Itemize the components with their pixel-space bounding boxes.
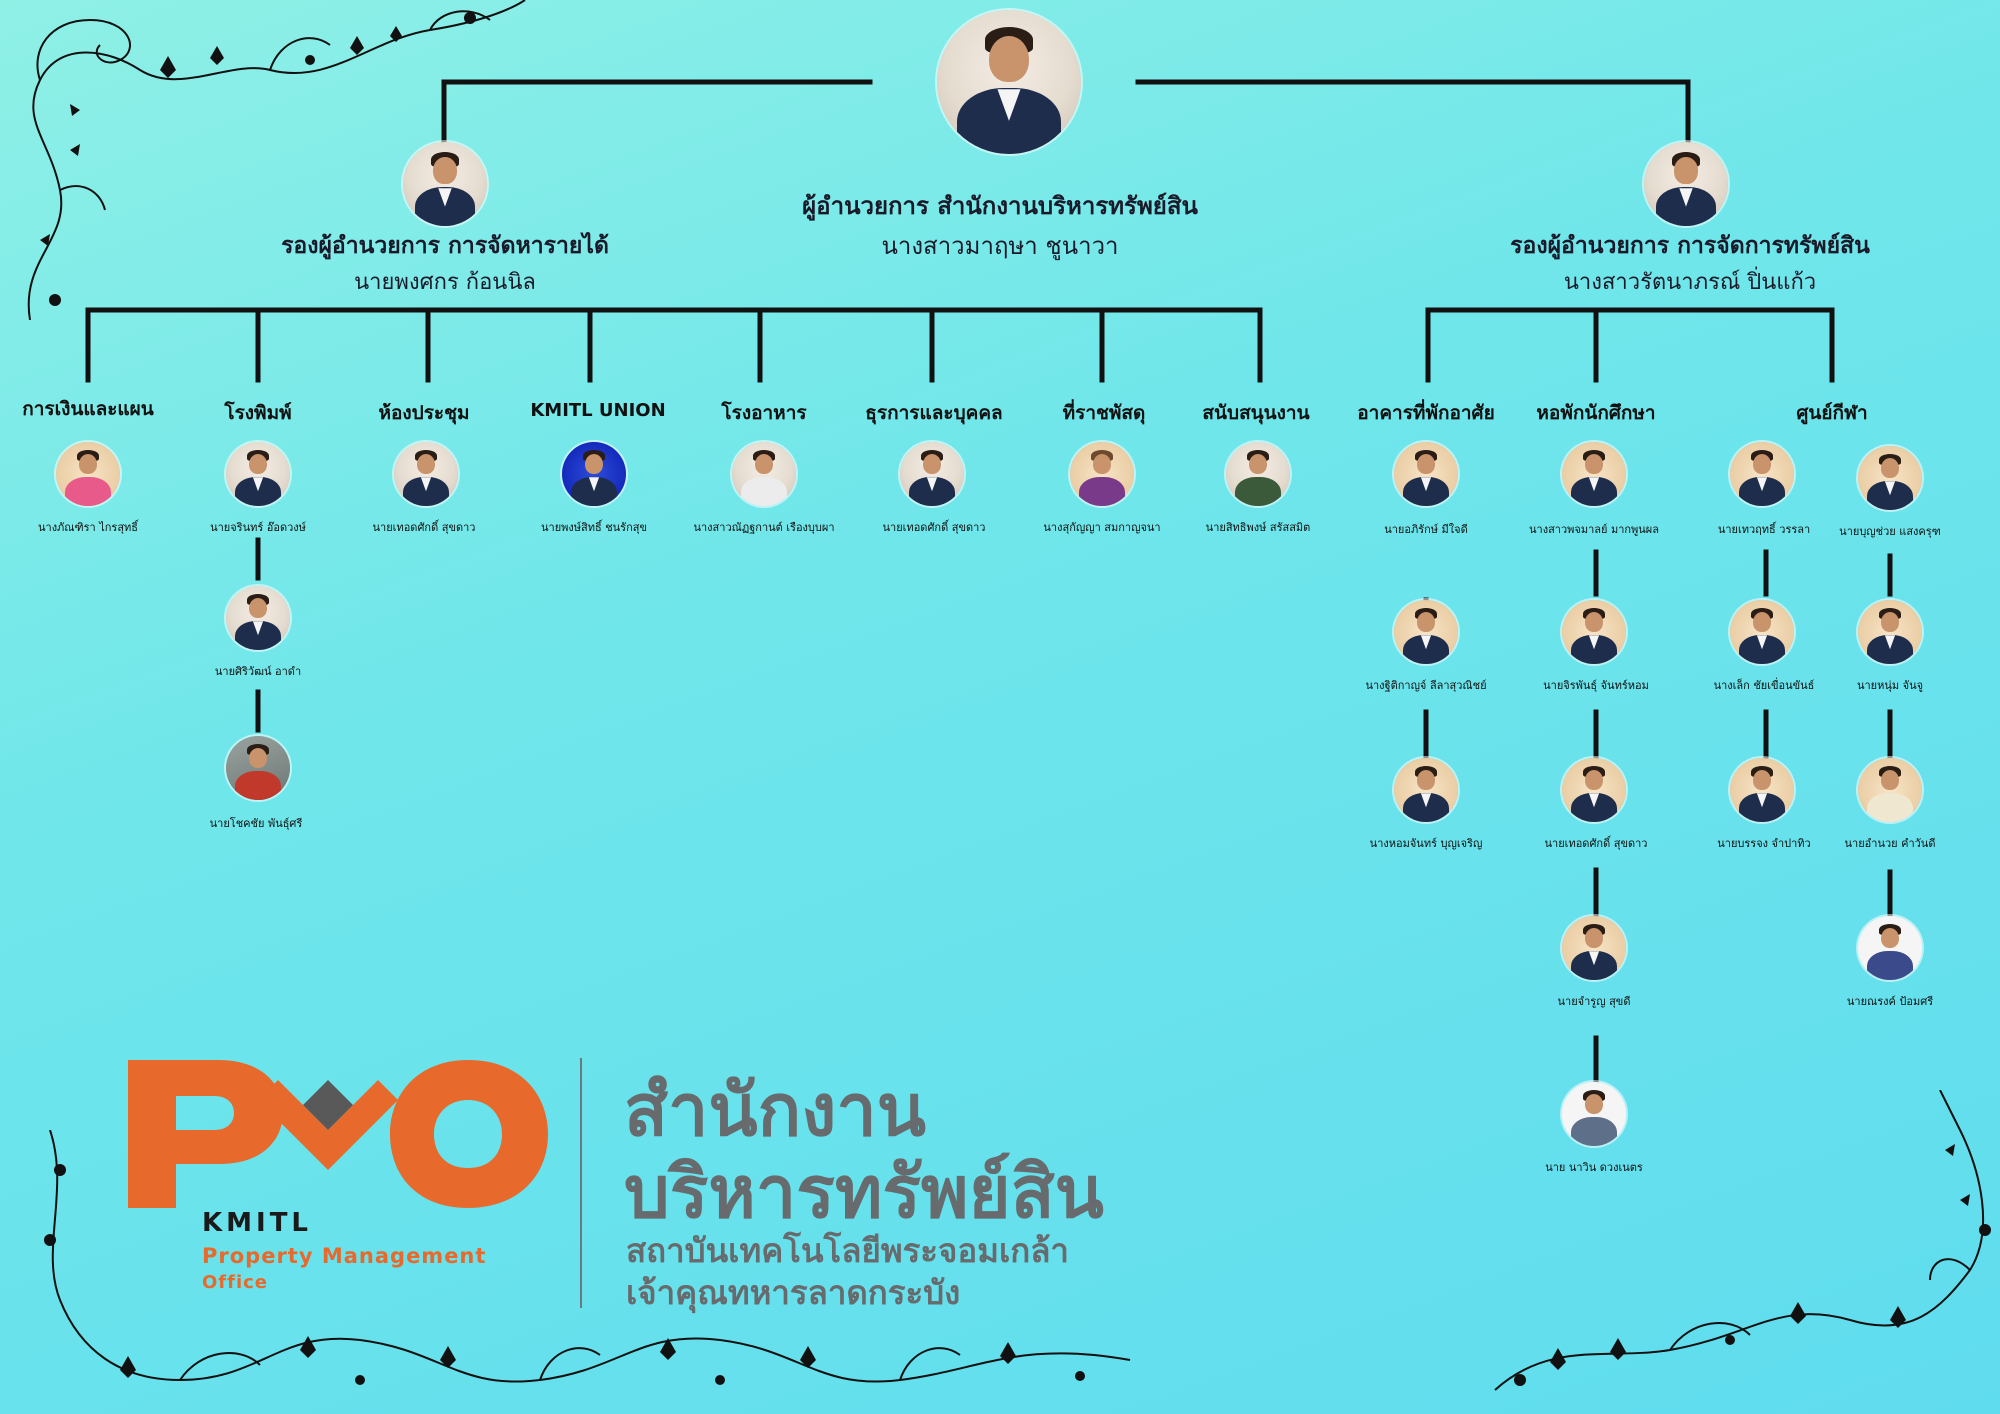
staff-avatar bbox=[1562, 442, 1626, 506]
staff-avatar bbox=[900, 442, 964, 506]
staff-avatar bbox=[394, 442, 458, 506]
staff-avatar bbox=[732, 442, 796, 506]
staff-name: นายบุญช่วย แสงครุฑ bbox=[1839, 525, 1941, 538]
staff-name: นายจำรูญ สุขดี bbox=[1557, 995, 1631, 1008]
staff-avatar bbox=[1394, 442, 1458, 506]
staff-name: นายโชคชัย พันธุ์ศรี bbox=[209, 817, 303, 830]
dept-label-support: สนับสนุนงาน bbox=[1202, 402, 1310, 424]
deputy-right-name: นางสาวรัตนาภรณ์ ปิ่นแก้ว bbox=[1563, 270, 1817, 295]
staff-avatar bbox=[226, 586, 290, 650]
pmo-logo-mark bbox=[128, 1060, 548, 1208]
staff-name: นายเทวฤทธิ์ วรรลา bbox=[1717, 523, 1811, 536]
staff-avatar bbox=[1730, 758, 1794, 822]
logo-thai-line-3: สถาบันเทคโนโลยีพระจอมเกล้า bbox=[626, 1231, 1069, 1270]
staff-avatar bbox=[226, 736, 290, 800]
deputy-right-title: รองผู้อำนวยการ การจัดการทรัพย์สิน bbox=[1510, 233, 1870, 259]
logo-thai-line-4: เจ้าคุณทหารลาดกระบัง bbox=[626, 1273, 961, 1312]
dept-label-residence: อาคารที่พักอาศัย bbox=[1357, 402, 1495, 424]
staff-avatar bbox=[226, 442, 290, 506]
staff-avatar bbox=[1394, 758, 1458, 822]
staff-avatar bbox=[1858, 600, 1922, 664]
director-avatar bbox=[937, 10, 1081, 154]
deputy-left-title: รองผู้อำนวยการ การจัดหารายได้ bbox=[281, 233, 609, 259]
director-title: ผู้อำนวยการ สำนักงานบริหารทรัพย์สิน bbox=[802, 192, 1198, 220]
staff-avatar bbox=[1070, 442, 1134, 506]
staff-avatar bbox=[56, 442, 120, 506]
dept-label-printing: โรงพิมพ์ bbox=[224, 402, 292, 424]
logo-office-text: Office bbox=[202, 1272, 269, 1293]
staff-name: นายอภิรักษ์ มีใจดี bbox=[1384, 523, 1468, 536]
logo-divider bbox=[580, 1058, 582, 1308]
deputy-right-avatar bbox=[1644, 142, 1728, 226]
staff-avatar bbox=[1394, 600, 1458, 664]
staff-name: นายเทอดศักดิ์ สุขดาว bbox=[1544, 837, 1648, 850]
staff-name: นางภัณฑิรา ไกรสุทธิ์ bbox=[37, 521, 139, 534]
dept-label-dormitory: หอพักนักศึกษา bbox=[1536, 402, 1656, 424]
staff-name: นางสาวณัฏฐกานต์ เรืองบุบผา bbox=[693, 521, 835, 534]
staff-name: นางฐิติกาญจ์ ลีลาสุวณิชย์ bbox=[1365, 679, 1487, 692]
staff-name: นางสาวพจมาลย์ มากพูนผล bbox=[1529, 523, 1659, 536]
staff-avatar bbox=[1562, 600, 1626, 664]
logo-pmo-text: Property Management bbox=[202, 1244, 487, 1268]
staff-avatar bbox=[1226, 442, 1290, 506]
floral-ornament-bottom-left bbox=[44, 1130, 1131, 1385]
dept-label-finance: การเงินและแผน bbox=[22, 398, 154, 420]
staff-avatar bbox=[1562, 1082, 1626, 1146]
floral-ornament-bottom-right bbox=[1494, 1090, 1991, 1391]
staff-avatar bbox=[1858, 758, 1922, 822]
dept-label-state-property: ที่ราชพัสดุ bbox=[1062, 402, 1146, 424]
staff-name: นายณรงค์ ป้อมศรี bbox=[1846, 995, 1934, 1008]
dept-label-sports-center: ศูนย์กีฬา bbox=[1796, 402, 1868, 424]
staff-name: นาย นาวิน ดวงเนตร bbox=[1545, 1161, 1643, 1174]
staff-name: นายศิริวัฒน์ อาดำ bbox=[214, 665, 302, 678]
staff-name: นายบรรจง จำปาทิว bbox=[1717, 837, 1811, 850]
dept-label-canteen: โรงอาหาร bbox=[721, 402, 807, 424]
staff-avatar bbox=[1858, 916, 1922, 980]
staff-name: นางหอมจันทร์ บุญเจริญ bbox=[1369, 837, 1483, 850]
floral-ornament-top-left bbox=[27, 0, 526, 321]
director-name: นางสาวมาฤษา ชูนาวา bbox=[881, 232, 1119, 260]
staff-avatar bbox=[1730, 600, 1794, 664]
staff-name: นายอำนวย คำวันดี bbox=[1844, 837, 1936, 850]
staff-name: นายหนุ่ม จันจู bbox=[1856, 679, 1924, 692]
staff-name: นายเทอดศักดิ์ สุขดาว bbox=[882, 521, 986, 534]
logo-kmitl-text: KMITL bbox=[202, 1208, 312, 1238]
staff-avatar bbox=[1858, 446, 1922, 510]
staff-name: นางสุกัญญา สมกาญจนา bbox=[1043, 521, 1161, 534]
staff-name: นายสิทธิพงษ์ สรัสสมิต bbox=[1205, 521, 1311, 534]
staff-avatar bbox=[1562, 916, 1626, 980]
logo-thai-line-1: สำนักงาน bbox=[624, 1068, 926, 1152]
staff-avatar bbox=[1562, 758, 1626, 822]
deputy-left-name: นายพงศกร ก้อนนิล bbox=[354, 270, 536, 295]
deputy-left-avatar bbox=[403, 142, 487, 226]
dept-label-meeting-room: ห้องประชุม bbox=[378, 402, 470, 424]
staff-name: นายจิรพันธุ์ จันทร์หอม bbox=[1543, 679, 1649, 692]
staff-name: นายจรินทร์ อ๊อดวงษ์ bbox=[210, 521, 306, 534]
staff-name: นางเล็ก ชัยเขื่อนขันธ์ bbox=[1713, 679, 1815, 692]
staff-name: นายเทอดศักดิ์ สุขดาว bbox=[372, 521, 476, 534]
logo-thai-line-2: บริหารทรัพย์สิน bbox=[624, 1150, 1104, 1234]
staff-name: นายพงษ์สิทธิ์ ชนรักสุข bbox=[541, 521, 647, 534]
staff-avatar bbox=[562, 442, 626, 506]
dept-label-admin-hr: ธุรการและบุคคล bbox=[865, 402, 1003, 424]
staff-avatar bbox=[1730, 442, 1794, 506]
dept-label-kmitl-union: KMITL UNION bbox=[530, 400, 666, 421]
